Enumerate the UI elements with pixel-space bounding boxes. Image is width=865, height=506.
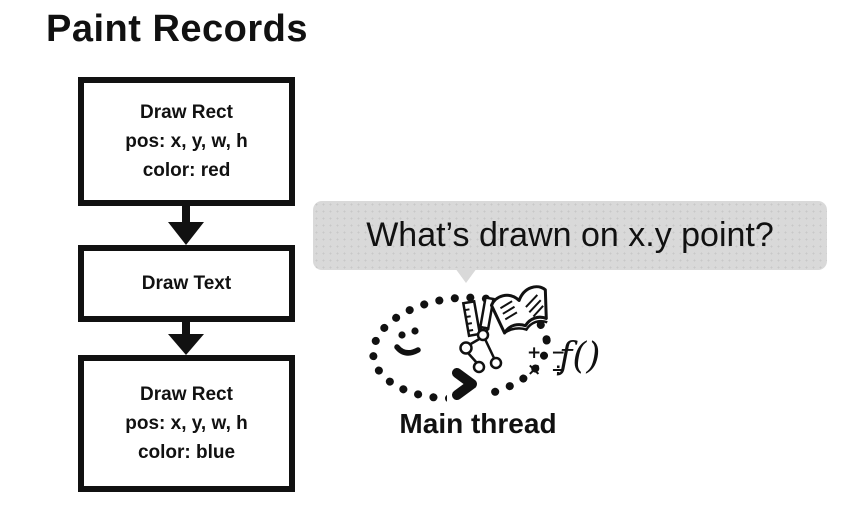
svg-text:+ −: + − <box>527 343 567 363</box>
main-thread-label: Main thread <box>399 408 557 439</box>
math-symbols-icon: + − × ÷ <box>527 343 567 380</box>
paint-record-box-draw-text: Draw Text <box>78 245 295 322</box>
paint-record-box-draw-rect-red: Draw Rect pos: x, y, w, h color: red <box>78 77 295 206</box>
paint-record-box-draw-rect-blue: Draw Rect pos: x, y, w, h color: blue <box>78 355 295 492</box>
down-arrow-icon <box>168 206 204 245</box>
svg-text:f(): f() <box>556 336 600 377</box>
box-line: color: red <box>142 160 231 181</box>
speech-bubble-text: What’s drawn on x.y point? <box>366 216 774 254</box>
page-title: Paint Records <box>46 8 309 50</box>
box-line: Draw Text <box>141 273 232 294</box>
box-line: pos: x, y, w, h <box>125 131 248 152</box>
open-book-icon <box>489 285 548 335</box>
tree-diagram-icon <box>459 328 503 374</box>
smiley-face-icon <box>394 327 421 356</box>
box-line: color: blue <box>137 442 236 463</box>
box-line: Draw Rect <box>140 384 233 405</box>
box-line: Draw Rect <box>140 102 233 123</box>
chevron-arrow-icon <box>452 368 477 400</box>
function-notation-icon: f() <box>556 336 600 377</box>
down-arrow-icon <box>168 322 204 355</box>
svg-text:× ÷: × ÷ <box>527 360 567 380</box>
box-line: pos: x, y, w, h <box>125 413 248 434</box>
ruler-icon <box>461 299 482 338</box>
speech-bubble: What’s drawn on x.y point? <box>313 201 827 283</box>
main-thread-doodle: + − × ÷ f() <box>369 285 600 404</box>
speech-bubble-tail <box>455 268 477 283</box>
